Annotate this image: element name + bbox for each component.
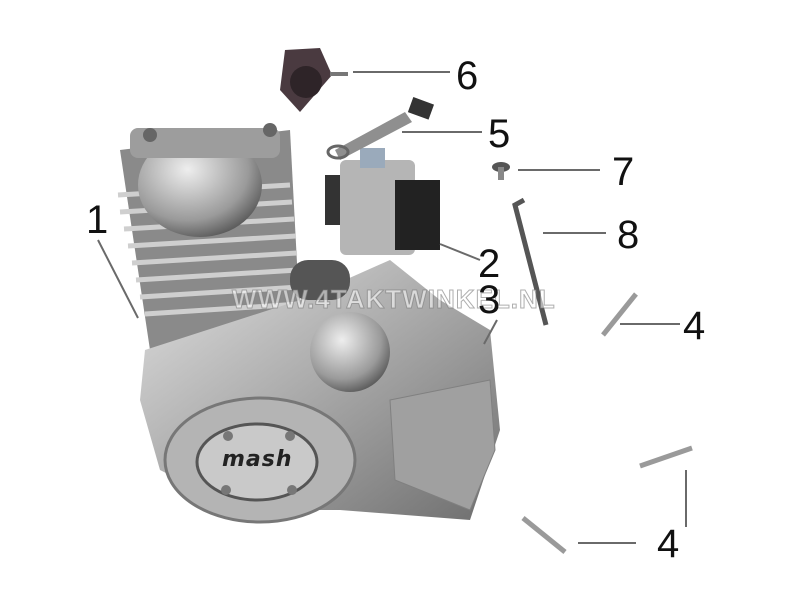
callout-3: 3 [478,278,501,322]
callout-7: 7 [612,150,635,194]
bolt-lower-right-illustration [639,445,693,469]
rod-illustration [512,197,549,326]
engine-illustration [117,123,500,524]
callout-2: 2 [478,242,501,286]
callout-8: 8 [617,213,640,257]
screw-illustration [492,162,510,180]
callout-1: 1 [86,198,109,242]
callout-6: 6 [456,54,479,98]
leader-lines [97,71,687,544]
watermark: WWW.4TAKTWINKEL.NL [232,284,556,315]
callout-4-upper: 4 [683,304,706,348]
brand-badge: mash [222,447,293,472]
carburetor-illustration [325,148,440,255]
intake-manifold-illustration [280,48,348,112]
callout-5: 5 [488,112,511,156]
bracket-illustration [326,97,435,160]
callout-4-lower: 4 [657,522,680,566]
bolt-upper-illustration [601,292,638,337]
bolt-lower-left-illustration [521,516,567,554]
